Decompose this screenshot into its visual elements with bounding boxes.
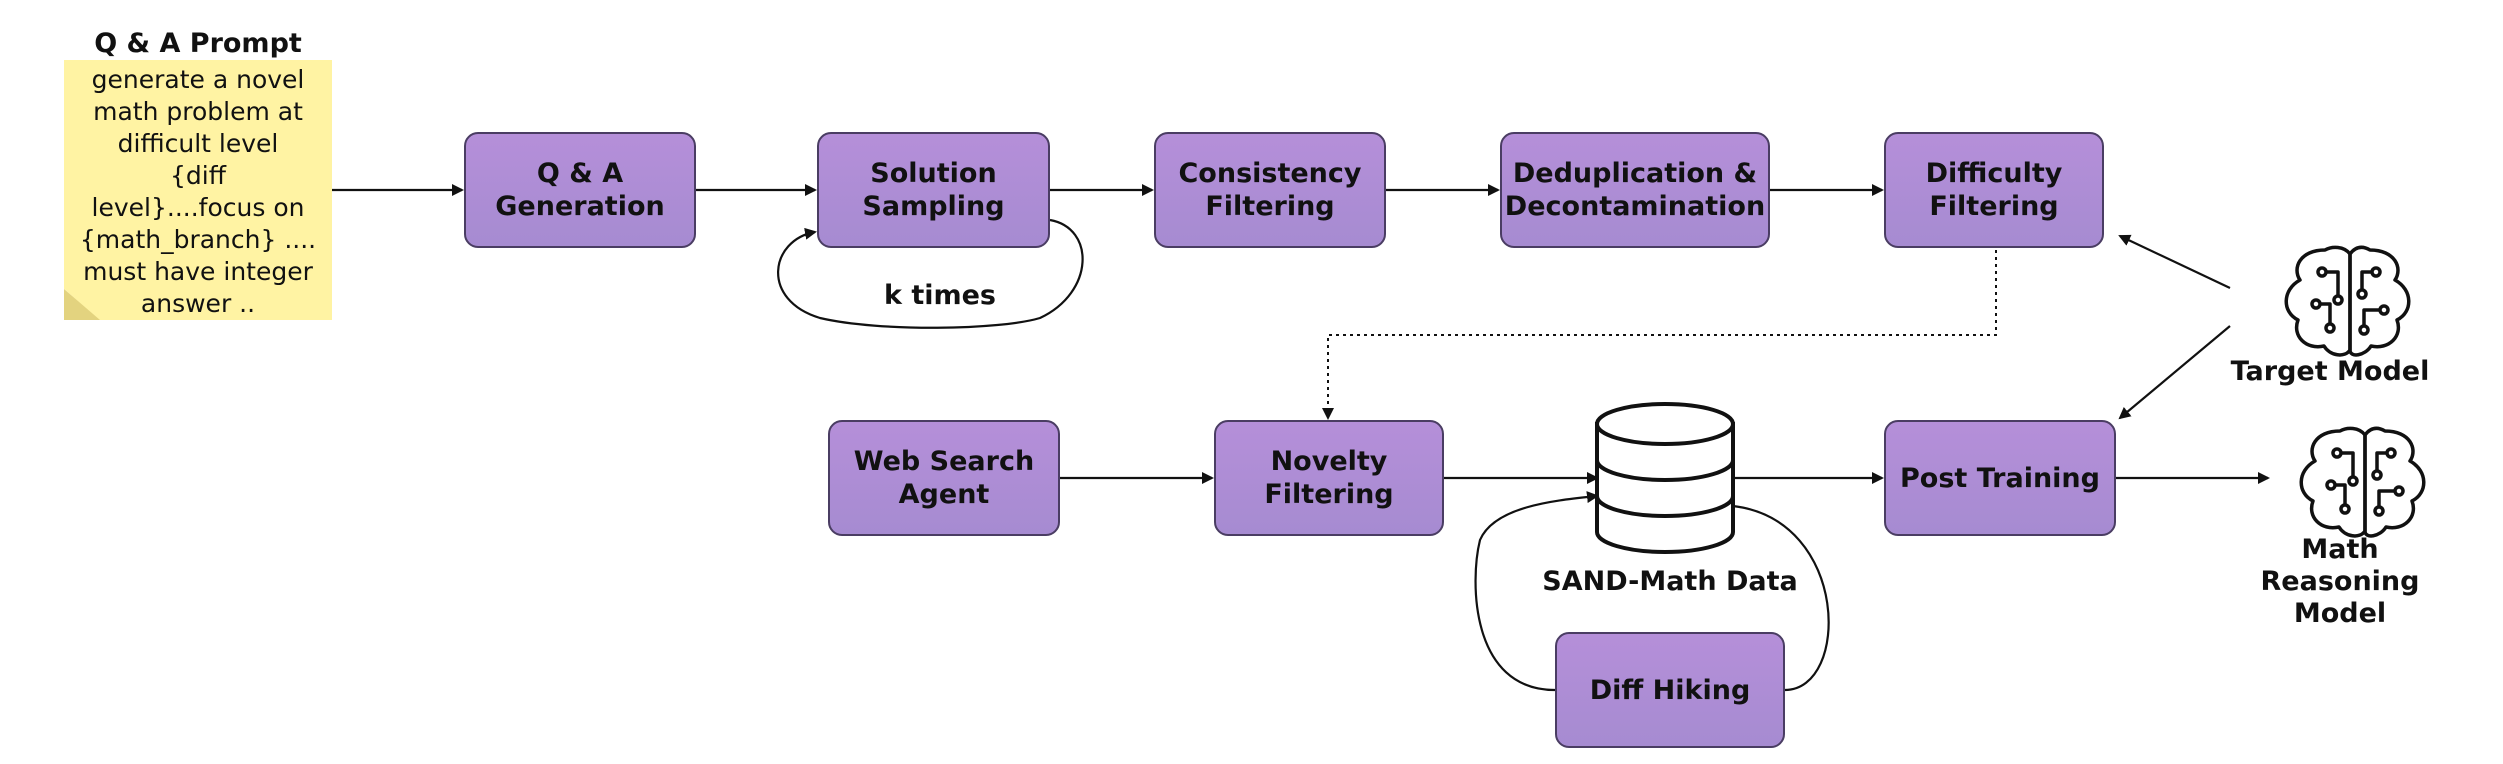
arrow-target-to-difficulty: [2118, 234, 2231, 289]
diff-hiking-loop-right: [1732, 504, 1830, 692]
k-times-loop: [777, 218, 1084, 329]
diff-hiking-box: Diff Hiking: [1555, 632, 1785, 748]
qa-generation-box: Q & A Generation: [464, 132, 696, 248]
difficulty-filtering-box: Difficulty Filtering: [1884, 132, 2104, 248]
math-model-brain-icon: [2299, 426, 2426, 538]
dotted-difficulty-to-novelty: [1322, 250, 1997, 420]
math-reasoning-model-label: Math Reasoning Model: [2260, 534, 2420, 629]
diff-hiking-loop-left: [1474, 491, 1599, 692]
solution-sampling-box: Solution Sampling: [817, 132, 1050, 248]
arrow-target-to-posttraining: [2118, 325, 2231, 420]
target-model-brain-icon: [2284, 245, 2411, 357]
deduplication-box: Deduplication & Decontamination: [1500, 132, 1770, 248]
target-model-label: Target Model: [2230, 356, 2430, 387]
prompt-note-title: Q & A Prompt: [94, 28, 302, 59]
consistency-filtering-box: Consistency Filtering: [1154, 132, 1386, 248]
novelty-filtering-box: Novelty Filtering: [1214, 420, 1444, 536]
prompt-note-text: generate a novel math problem at difficu…: [79, 65, 317, 318]
sand-math-data-label: SAND-Math Data: [1542, 566, 1798, 597]
prompt-sticky-note: [64, 60, 332, 320]
database-icon: [1595, 402, 1735, 554]
k-times-label: k times: [883, 280, 997, 311]
post-training-box: Post Training: [1884, 420, 2116, 536]
web-search-agent-box: Web Search Agent: [828, 420, 1060, 536]
